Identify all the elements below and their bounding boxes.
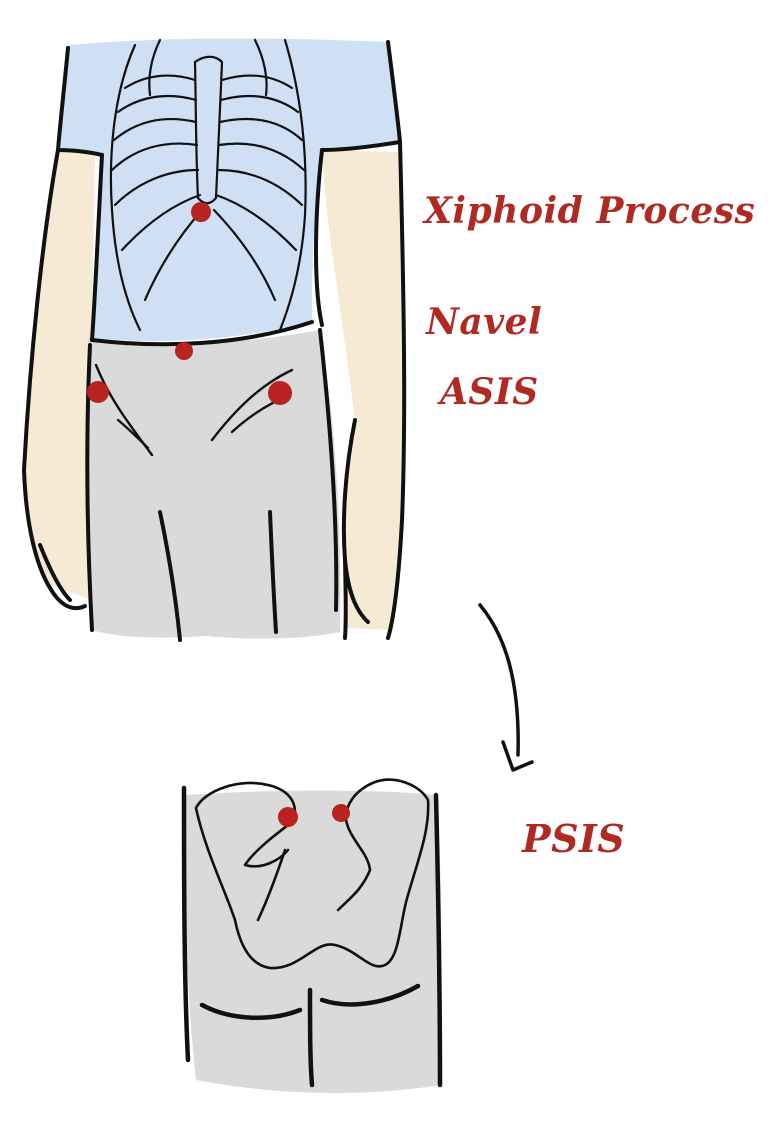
psis-label: PSIS <box>522 816 625 861</box>
pants-fill <box>87 330 340 639</box>
right-asis-marker <box>268 381 292 405</box>
asis-label: ASIS <box>440 371 539 413</box>
left-arm-fill <box>22 150 95 600</box>
xiphoid-marker <box>191 202 211 222</box>
right-psis-marker <box>332 804 350 822</box>
front-torso-figure <box>22 38 404 640</box>
back-pelvis-figure <box>184 780 441 1093</box>
navel-label: Navel <box>426 301 542 343</box>
xiphoid-process-label: Xiphoid Process <box>424 190 755 232</box>
left-asis-marker <box>87 381 109 403</box>
curved-arrow-down-icon <box>480 605 532 770</box>
navel-marker <box>175 342 193 360</box>
left-psis-marker <box>278 807 298 827</box>
back-fill <box>185 790 441 1093</box>
